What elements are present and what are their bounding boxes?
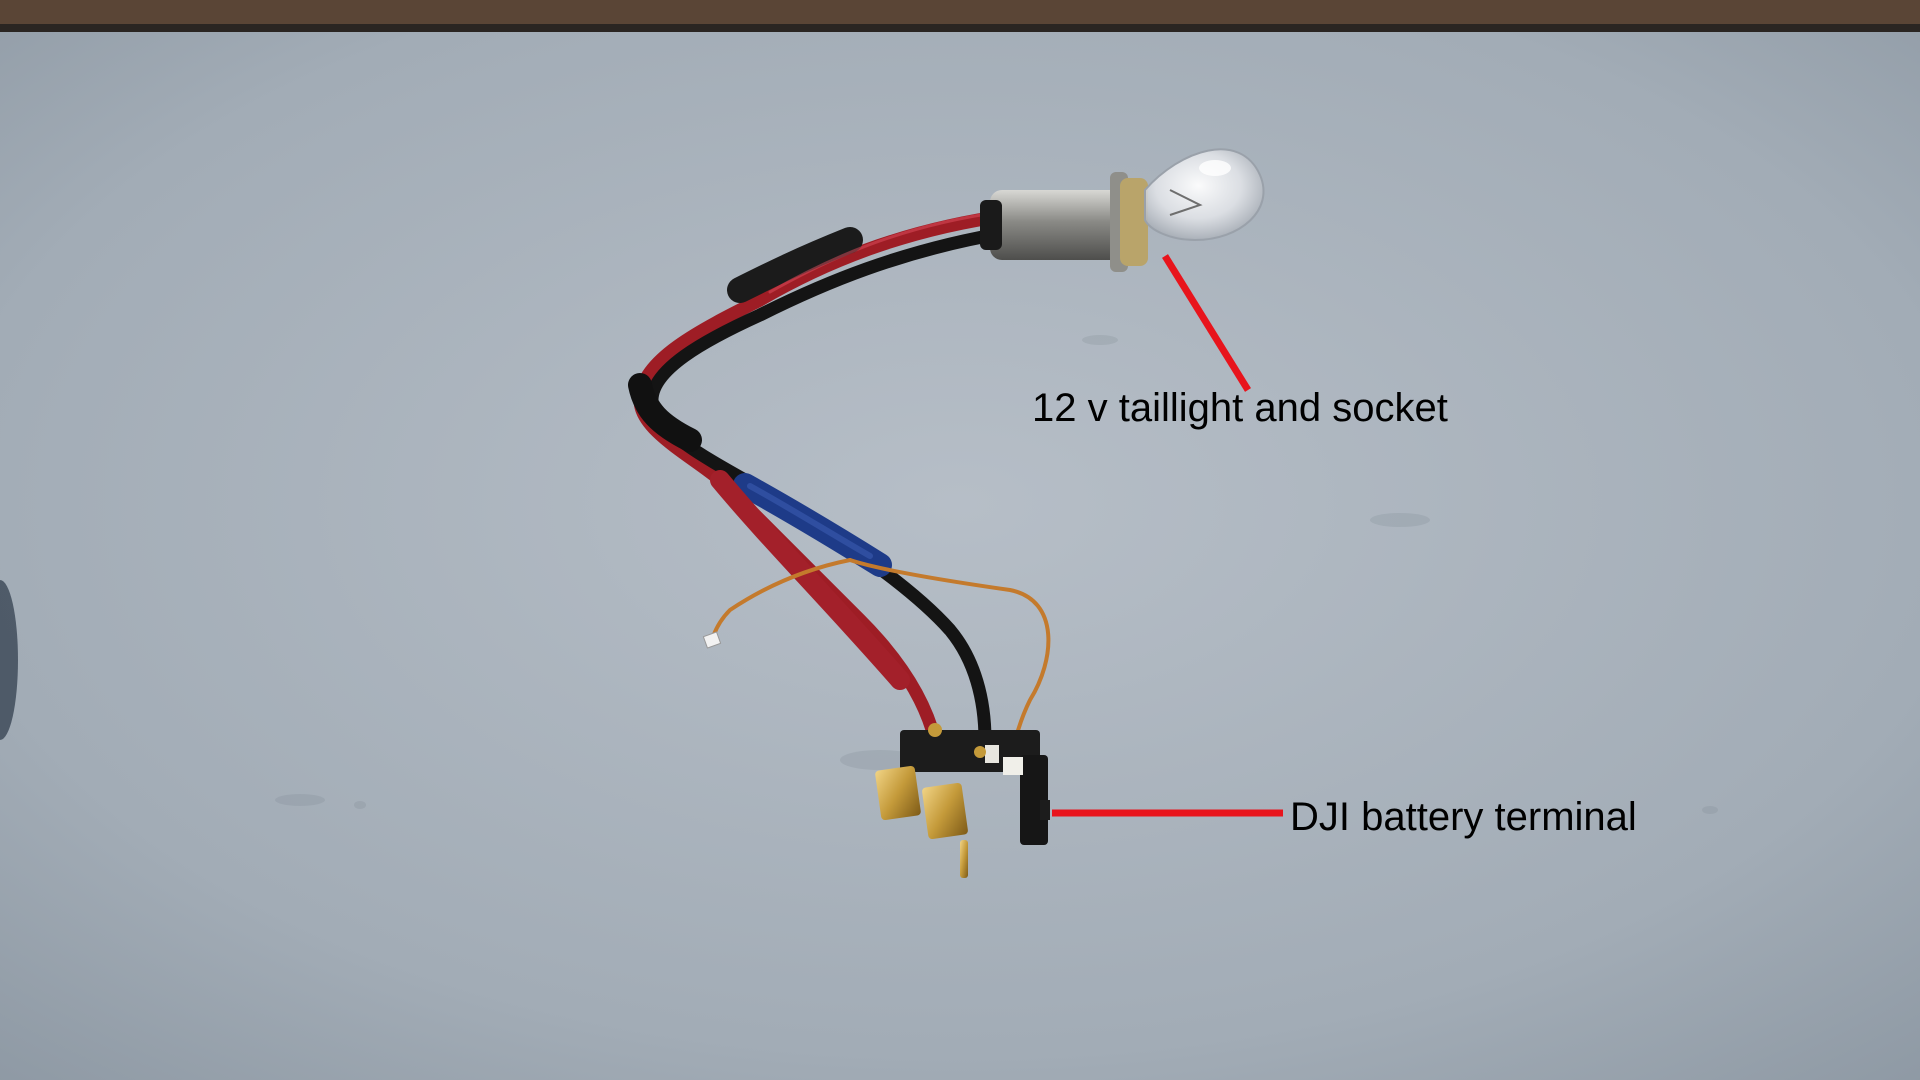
- tabletop: [0, 32, 1920, 1080]
- taillight-socket: [980, 172, 1148, 272]
- taillight-bulb: [1144, 148, 1265, 242]
- taillight-label: 12 v taillight and socket: [1032, 386, 1448, 430]
- wire-harness: [628, 208, 1051, 762]
- annotation-lines: [1052, 254, 1283, 817]
- battery-terminal-label: DJI battery terminal: [1290, 795, 1637, 839]
- taillight-pointer-line: [1162, 254, 1251, 392]
- battery-terminal: [875, 723, 1050, 878]
